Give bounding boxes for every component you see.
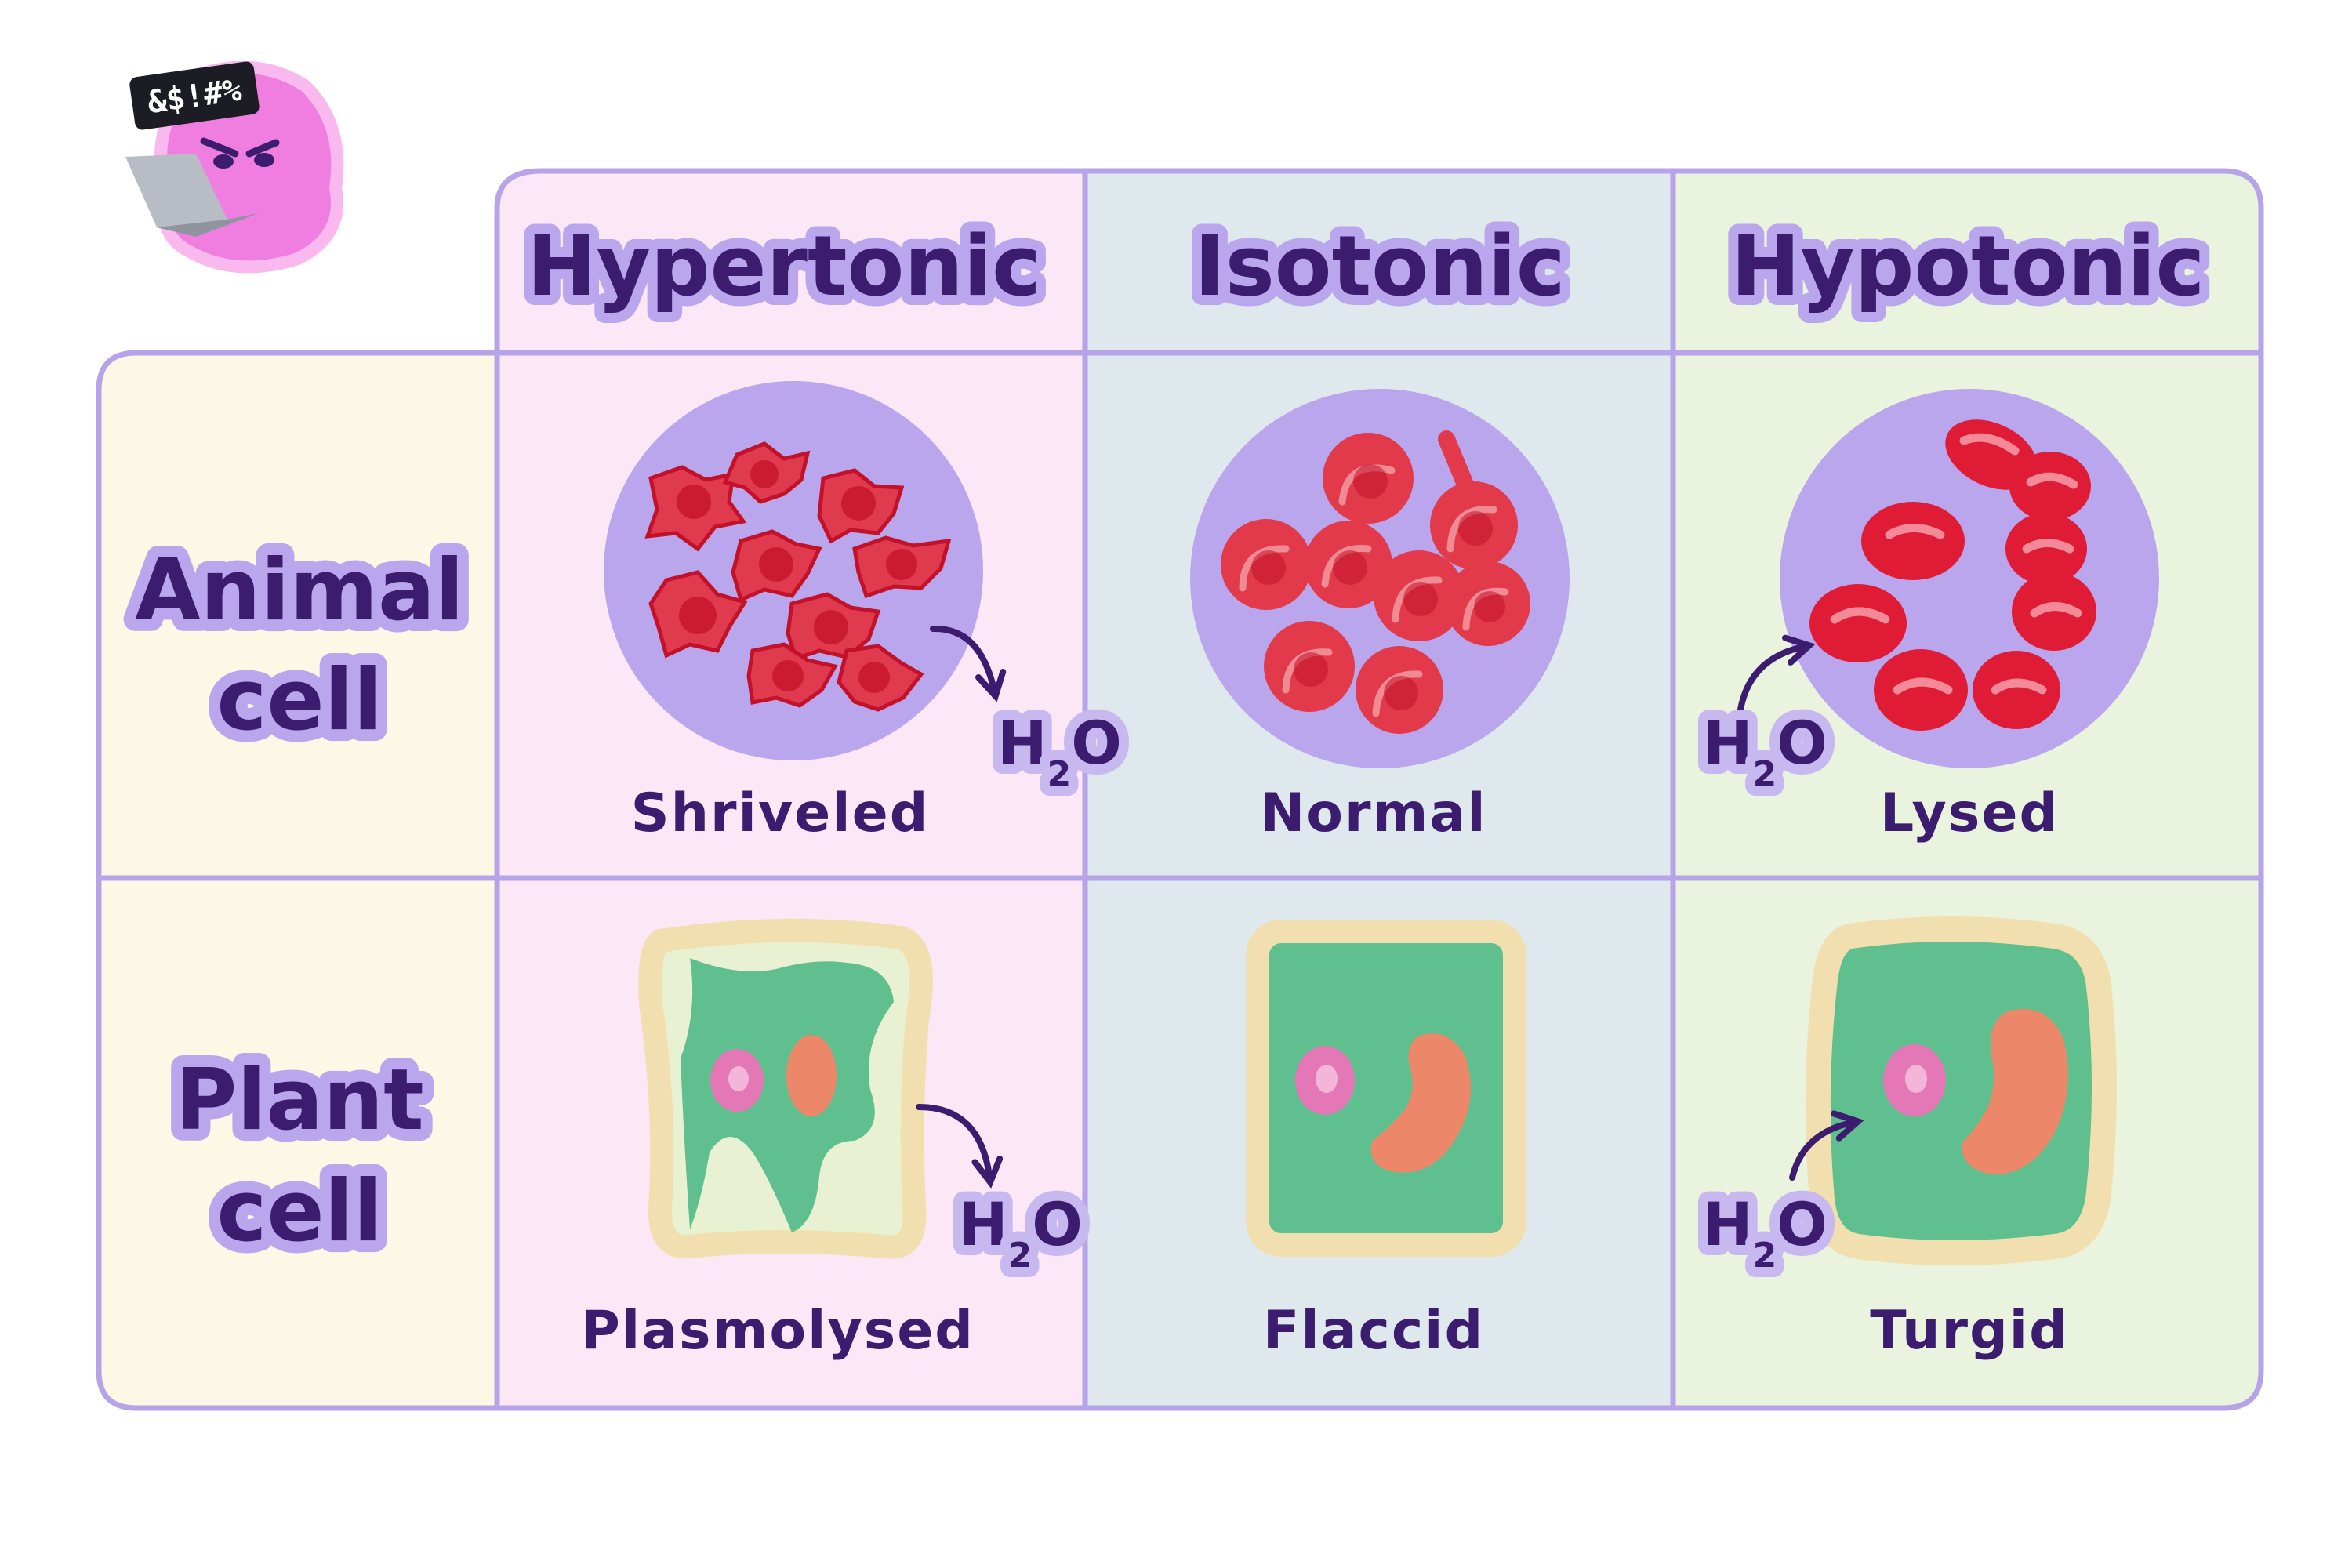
row-header-animal-line2: cell xyxy=(216,652,382,750)
caption-flaccid: Flaccid xyxy=(1263,1300,1484,1362)
water-label: H2O xyxy=(1693,698,1838,804)
svg-text:H2O: H2O xyxy=(1703,708,1828,794)
svg-text:H2O: H2O xyxy=(958,1189,1083,1276)
animal-cell-shriveled xyxy=(604,381,983,760)
water-label: H2O xyxy=(948,1179,1093,1286)
vacuole-icon xyxy=(1370,1033,1471,1173)
column-header-hypotonic: Hypotonic xyxy=(1731,218,2205,314)
svg-text:H2O: H2O xyxy=(997,708,1122,794)
water-arrow-icon xyxy=(916,1104,1004,1189)
caption-shriveled: Shriveled xyxy=(631,782,930,844)
water-arrow-icon xyxy=(930,625,1007,702)
column-header-isotonic: Isotonic xyxy=(1194,218,1565,314)
column-header-hypertonic: Hypertonic xyxy=(527,218,1041,314)
caption-lysed: Lysed xyxy=(1880,782,2059,844)
plant-cell-plasmolysed xyxy=(638,918,933,1259)
caption-turgid: Turgid xyxy=(1870,1300,2069,1362)
mascot: &$!#% xyxy=(125,60,344,274)
animal-cell-lysed xyxy=(1780,389,2159,768)
row-header-plant-line1: Plant xyxy=(175,1051,424,1149)
laptop-icon xyxy=(125,154,259,237)
water-label: H2O xyxy=(987,698,1132,804)
vacuole-icon xyxy=(786,1035,837,1116)
plant-cell-turgid xyxy=(1805,916,2117,1265)
row-header-animal-line1: Animal xyxy=(135,542,464,640)
caption-plasmolysed: Plasmolysed xyxy=(581,1300,975,1362)
row-header-plant-line2: cell xyxy=(216,1163,382,1261)
plant-cell-flaccid xyxy=(1246,920,1526,1257)
animal-cell-normal xyxy=(1190,389,1570,768)
water-arrow-icon xyxy=(1789,1110,1864,1181)
vacuole-icon xyxy=(1961,1008,2068,1175)
caption-normal: Normal xyxy=(1260,782,1486,844)
water-arrow-icon xyxy=(1737,634,1816,713)
table-grid xyxy=(96,168,2264,1411)
